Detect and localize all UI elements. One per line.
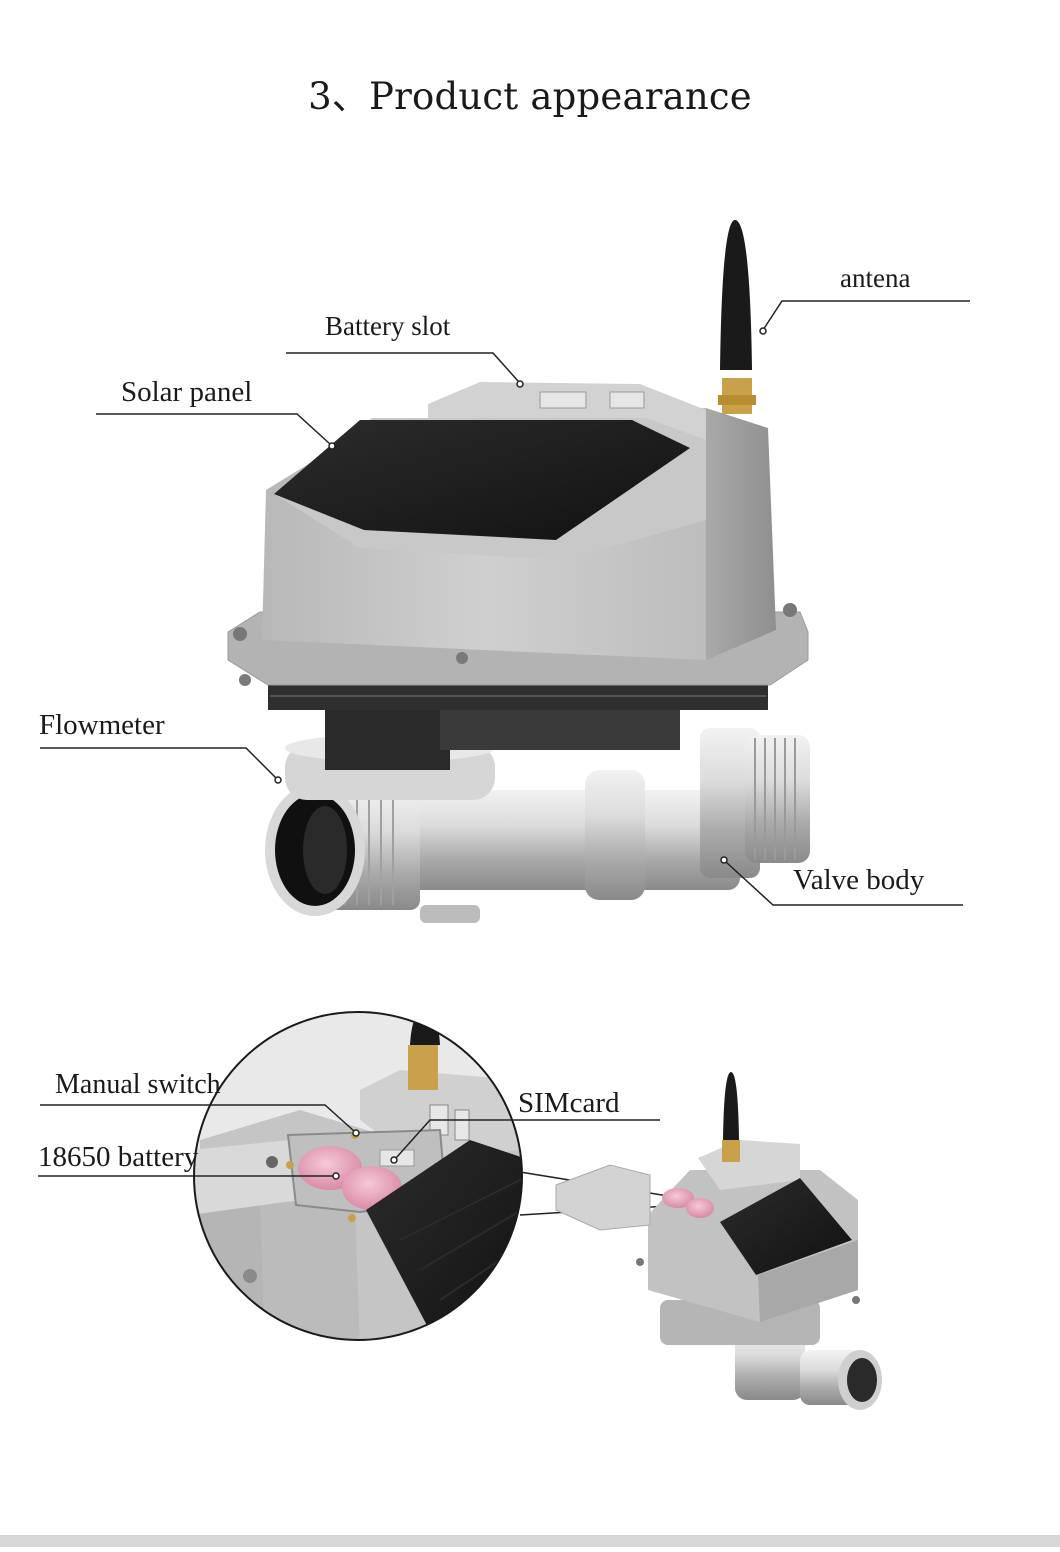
antenna-label: antena [840,263,911,293]
battery-18650-label: 18650 battery [38,1141,199,1173]
page-title: 3、Product appearance [308,75,752,118]
valve-body-label: Valve body [793,864,925,896]
solar-panel [274,420,690,540]
solar-panel-label: Solar panel [121,376,253,408]
simcard-label: SIMcard [518,1087,620,1119]
battery-slot-label: Battery slot [325,311,451,341]
bottom-divider-bar [0,1535,1060,1547]
flowmeter-label: Flowmeter [39,709,165,741]
main-valve [227,220,810,923]
manual-switch-label: Manual switch [55,1069,221,1100]
antenna [718,220,756,414]
zoom-inset [193,1011,523,1341]
small-valve [555,1072,882,1410]
housing [262,382,776,660]
